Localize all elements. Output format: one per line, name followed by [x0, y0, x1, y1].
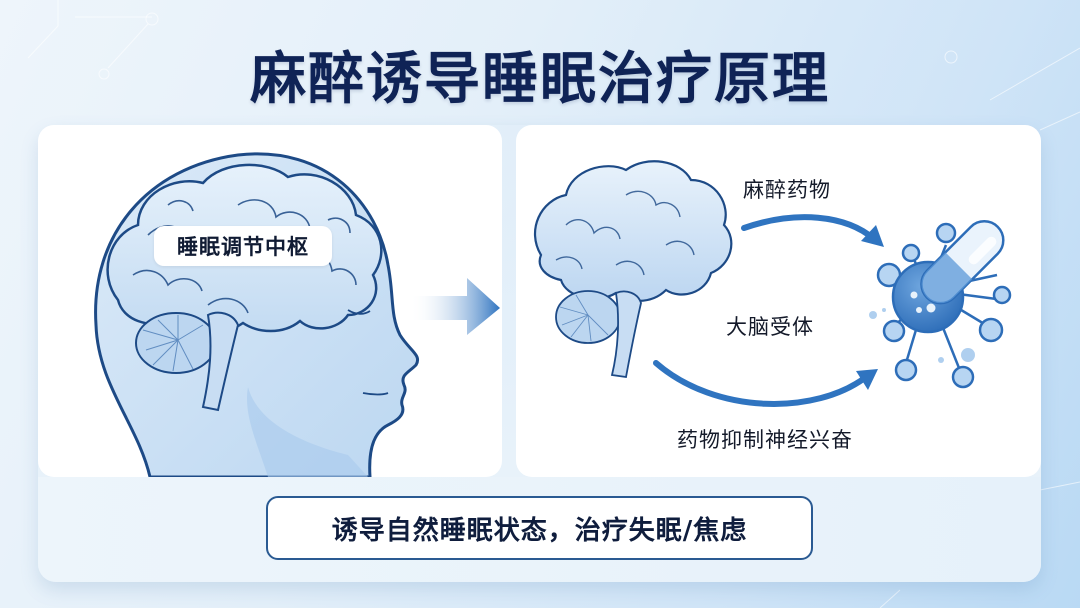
brain-receptor-label: 大脑受体: [726, 315, 814, 339]
brain-icon: [533, 160, 733, 379]
sleep-center-label: 睡眠调节中枢: [154, 226, 332, 266]
summary-box: 诱导自然睡眠状态，治疗失眠/焦虑: [266, 496, 813, 560]
capsule-pill-icon: [920, 220, 1005, 305]
suppress-excitation-label: 药物抑制神经兴奋: [677, 428, 853, 452]
right-panel: [516, 125, 1041, 477]
anesthetic-drug-label: 麻醉药物: [743, 178, 831, 202]
arrow-right-icon: [410, 278, 500, 335]
page-title: 麻醉诱导睡眠治疗原理: [250, 47, 830, 112]
brain-receptor-diagram: [533, 160, 1012, 407]
